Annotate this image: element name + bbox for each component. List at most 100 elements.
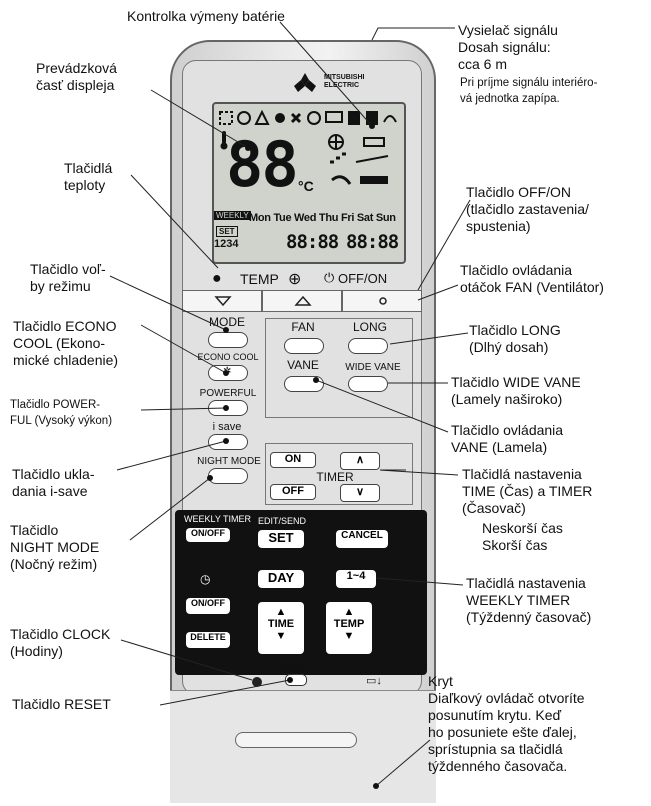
mode-line: Tlačidlo voľ-: [30, 261, 106, 277]
weekly-lcd-tag: WEEKLY: [214, 211, 251, 220]
edit-send-label: EDIT/SEND: [258, 516, 307, 526]
wide-vane-line: Tlačidlo WIDE VANE: [451, 374, 581, 390]
timer-on-button[interactable]: ON: [270, 452, 316, 468]
clock-line: Tlačidlo CLOCK: [10, 626, 111, 642]
clock-label: CLOCK: [236, 667, 264, 676]
time-earlier-button[interactable]: ∨: [340, 484, 380, 502]
fan-vane-icons: [328, 134, 389, 185]
reset-annotation: Tlačidlo RESET: [12, 696, 111, 712]
mode-line: by režimu: [30, 278, 91, 294]
cover-annotation: Kryt Diaľkový ovládač otvoríte posunutím…: [428, 673, 585, 775]
time-timer-line: (Časovač): [462, 500, 526, 516]
mode-button[interactable]: [208, 332, 248, 348]
cover-grip: [235, 732, 357, 748]
cover-line: Diaľkový ovládač otvoríte: [428, 690, 585, 706]
long-button[interactable]: [348, 338, 388, 354]
cover-line: posunutím krytu. Keď: [428, 707, 562, 723]
time-readout-on: 88:88: [286, 231, 339, 253]
vane-line: Tlačidlo ovládania: [451, 422, 564, 438]
powerful-annotation: Tlačidlo POWER- FUL (Vysoký výkon): [10, 397, 112, 429]
night-line: Tlačidlo: [10, 522, 59, 538]
chevron-down-icon: ∨: [355, 486, 365, 498]
transmitter-annotation: Vysielač signálu Dosah signálu: cca 6 m: [458, 22, 558, 73]
transmitter-note-line: Pri príjme signálu interiéro-: [460, 77, 598, 89]
weekly-line: (Týždenný časovač): [466, 609, 592, 625]
later-line: Neskorší čas: [482, 520, 563, 536]
long-line: Tlačidlo LONG: [469, 322, 561, 338]
powerful-line: Tlačidlo POWER-: [10, 399, 101, 411]
delete-button[interactable]: DELETE: [186, 632, 230, 648]
offon-line: Tlačidlo OFF/ON: [466, 184, 572, 200]
night-line: NIGHT MODE: [10, 539, 100, 555]
cover-line: ho posuniete ešte ďalej,: [428, 724, 577, 740]
mode-annotation: Tlačidlo voľ- by režimu: [30, 261, 106, 295]
offon-annotation: Tlačidlo OFF/ON (tlačidlo zastavenia/ sp…: [466, 184, 589, 235]
time-timer-annotation: Tlačidlá nastavenia TIME (Čas) a TIMER (…: [462, 466, 592, 517]
temp-down-button[interactable]: [182, 290, 262, 312]
temperature-unit: °C: [298, 178, 314, 194]
temperature-readout: 88: [226, 128, 299, 201]
transmitter-line: Dosah signálu:: [458, 39, 551, 55]
vane-annotation: Tlačidlo ovládania VANE (Lamela): [451, 422, 563, 456]
temp-up-button[interactable]: [262, 290, 342, 312]
power-icon: ⏻: [324, 270, 335, 285]
fan-vane-frame: [265, 318, 413, 418]
wide-vane-annotation: Tlačidlo WIDE VANE (Lamely naširoko): [451, 374, 581, 408]
set-button[interactable]: SET: [258, 530, 304, 548]
display-part-line: časť displeja: [36, 77, 115, 93]
temp-buttons-line: Tlačidlá: [64, 160, 113, 176]
temp-buttons-annotation: Tlačidlá teploty: [64, 160, 112, 194]
fan-line: otáčok FAN (Ventilátor): [460, 279, 604, 295]
offon-line: spustenia): [466, 218, 531, 234]
weekly-line: Tlačidlá nastavenia: [466, 575, 586, 591]
range-button[interactable]: 1~4: [336, 570, 376, 588]
econo-cool-label: ECONO COOL: [197, 352, 259, 362]
later-earlier-annotation: Neskorší čas Skorší čas: [482, 520, 563, 554]
econo-line: Tlačidlo ECONO: [13, 318, 117, 334]
timer-label: TIMER: [316, 470, 354, 484]
display-part-line: Prevádzková: [36, 60, 117, 76]
weekly-timer-annotation: Tlačidlá nastavenia WEEKLY TIMER (Týžden…: [466, 575, 591, 626]
clock-button[interactable]: [252, 677, 262, 687]
weekly-timer-label: WEEKLY TIMER: [184, 514, 252, 524]
time-readout-off: 88:88: [346, 231, 399, 253]
time-down-icon: ▼: [275, 630, 287, 642]
mode-icons-row: [219, 109, 397, 125]
transmitter-line: Vysielač signálu: [458, 22, 558, 38]
long-label: LONG: [352, 320, 387, 334]
temp-button[interactable]: ▲TEMP▼: [326, 602, 372, 654]
time-up-icon: ▲: [275, 606, 287, 618]
minus-icon: ●: [212, 270, 222, 287]
isave-annotation: Tlačidlo ukla- dania i-save: [12, 466, 94, 500]
fan-label: FAN: [291, 320, 315, 334]
transmitter-line: cca 6 m: [458, 56, 508, 72]
brand-line-2: ELECTRIC: [324, 82, 359, 89]
fan-line: Tlačidlo ovládania: [460, 262, 573, 278]
wide-vane-label: WIDE VANE: [345, 362, 401, 373]
econo-annotation: Tlačidlo ECONO COOL (Ekono- mické chlade…: [13, 318, 118, 369]
fan-button[interactable]: [284, 338, 324, 354]
night-mode-annotation: Tlačidlo NIGHT MODE (Nočný režim): [10, 522, 99, 573]
vane-line: VANE (Lamela): [451, 439, 548, 455]
chevron-up-icon: ∧: [355, 454, 365, 466]
weekday-strip: Mon Tue Wed Thu Fri Sat Sun: [249, 212, 396, 224]
onoff-button[interactable]: ON/OFF: [186, 598, 230, 614]
timer-off-button[interactable]: OFF: [270, 484, 316, 500]
program-numbers: 1234: [214, 238, 239, 250]
reset-label: RESET: [278, 663, 305, 672]
offon-button[interactable]: [342, 290, 422, 312]
time-button[interactable]: ▲TIME▼: [258, 602, 304, 654]
time-later-button[interactable]: ∧: [340, 452, 380, 470]
cancel-button[interactable]: CANCEL: [336, 530, 388, 548]
long-line: (Dlhý dosah): [469, 339, 549, 355]
wide-vane-button[interactable]: [348, 376, 388, 392]
reset-button[interactable]: [285, 674, 307, 686]
mode-label: MODE: [209, 315, 245, 329]
weekly-onoff-button[interactable]: ON/OFF: [186, 528, 230, 542]
vane-label: VANE: [287, 358, 319, 372]
set-lcd-tag: SET: [216, 226, 238, 237]
day-button[interactable]: DAY: [258, 570, 304, 588]
long-annotation: Tlačidlo LONG (Dlhý dosah): [469, 322, 561, 356]
temp-buttons-line: teploty: [64, 177, 106, 193]
